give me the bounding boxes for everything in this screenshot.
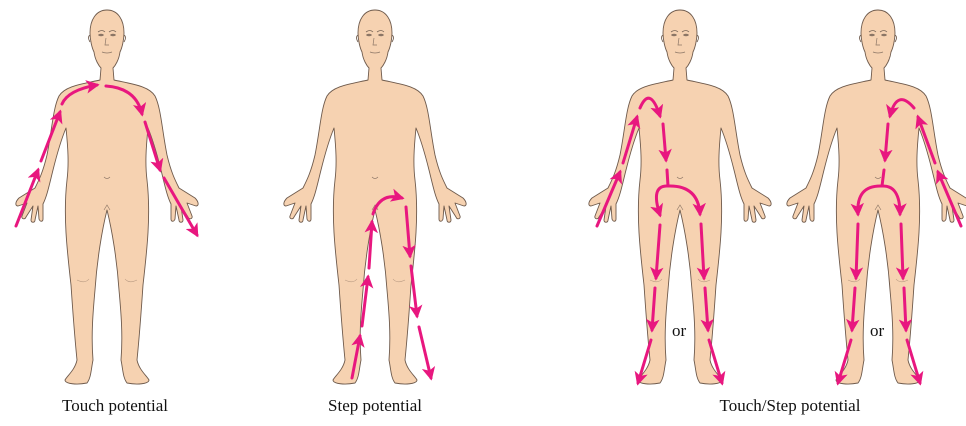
or-label-right: or [870, 321, 885, 340]
caption-step-potential: Step potential [285, 396, 465, 416]
caption-touch-step-potential: Touch/Step potential [670, 396, 910, 416]
body-figure-touch [16, 10, 198, 384]
body-figure-step [284, 10, 466, 384]
caption-touch-potential: Touch potential [20, 396, 210, 416]
or-label-left: or [672, 321, 687, 340]
